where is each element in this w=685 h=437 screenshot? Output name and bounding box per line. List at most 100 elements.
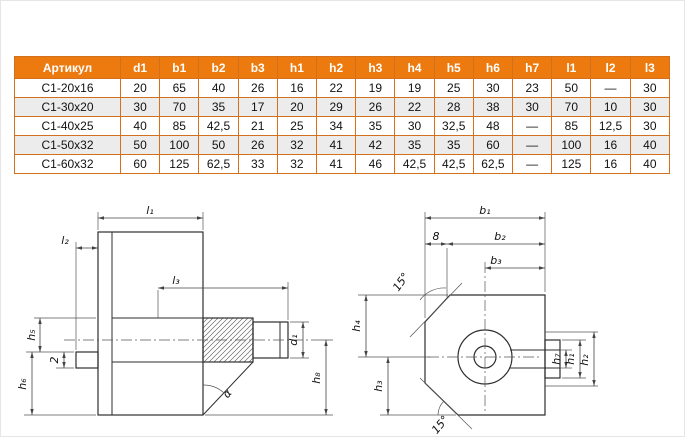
column-header-b3: b3 — [237, 56, 278, 79]
spec-table-head: Артикул d1 b1 b2 b3 h1 h2 h3 h4 h5 h6 h7… — [14, 56, 671, 79]
chamfer-top-extension — [409, 282, 463, 338]
seat-protrusion — [544, 339, 561, 379]
front-view-shapes — [409, 262, 598, 430]
value-cell: 85 — [159, 116, 200, 136]
value-cell: 30 — [629, 97, 671, 117]
value-cell: 41 — [316, 154, 357, 174]
value-cell: 17 — [237, 97, 278, 117]
value-cell: 46 — [355, 154, 396, 174]
dim-label-b2: b₂ — [494, 230, 506, 243]
value-cell: 16 — [590, 154, 631, 174]
dim-h8: h₈ — [310, 340, 328, 415]
value-cell: 12,5 — [590, 116, 631, 136]
dim-b3: b₃ — [485, 254, 545, 270]
article-cell: C1-20x16 — [14, 78, 121, 98]
value-cell: 26 — [237, 78, 278, 98]
value-cell: 40 — [198, 78, 239, 98]
value-cell: 48 — [472, 116, 514, 136]
spec-table-wrap: Артикул d1 b1 b2 b3 h1 h2 h3 h4 h5 h6 h7… — [14, 56, 671, 174]
value-cell: 40 — [629, 154, 671, 174]
dim-label-h7: h₇ — [550, 353, 563, 365]
value-cell: 42,5 — [433, 154, 474, 174]
article-cell: C1-40x25 — [14, 116, 121, 136]
value-cell: 22 — [394, 97, 435, 117]
value-cell: 16 — [276, 78, 318, 98]
dim-label-l3: l₃ — [172, 274, 180, 287]
value-cell: 30 — [629, 116, 671, 136]
dim-l3: l₃ — [158, 274, 288, 290]
value-cell: 50 — [119, 135, 161, 155]
column-header-h6: h6 — [472, 56, 514, 79]
value-cell: 35 — [433, 135, 474, 155]
value-cell: — — [512, 135, 553, 155]
dim-h5: h₅ — [25, 318, 42, 352]
article-cell: C1-60x32 — [14, 154, 121, 174]
value-cell: 29 — [316, 97, 357, 117]
value-cell: 41 — [316, 135, 357, 155]
value-cell: 62,5 — [472, 154, 514, 174]
value-cell: 42,5 — [198, 116, 239, 136]
column-header-h3: h3 — [355, 56, 396, 79]
side-view-shapes — [64, 231, 311, 416]
value-cell: 35 — [355, 116, 396, 136]
column-header-d1: d1 — [119, 56, 161, 79]
dim-b1: b₁ — [425, 204, 545, 220]
dim-h2: h₂ — [578, 332, 596, 386]
front-view-drawing: b₁ 8 b₂ b₃ h₄ h₃ h₇ h₁ h₂ 15° 15° — [350, 204, 598, 436]
value-cell: 30 — [629, 78, 671, 98]
value-cell: 100 — [551, 135, 592, 155]
value-cell: 32 — [276, 135, 318, 155]
value-cell: 22 — [316, 78, 357, 98]
dim-label-d1: d₁ — [287, 334, 300, 345]
dim-label-angle-top: 15° — [390, 270, 412, 293]
dim-label-8: 8 — [433, 230, 440, 243]
value-cell: 25 — [433, 78, 474, 98]
value-cell: 125 — [551, 154, 592, 174]
value-cell: 125 — [159, 154, 200, 174]
dim-label-b1: b₁ — [479, 204, 490, 217]
dim-label-h3: h₃ — [372, 380, 385, 392]
header-row: Артикул d1 b1 b2 b3 h1 h2 h3 h4 h5 h6 h7… — [14, 56, 671, 79]
dim-d1: d₁ — [287, 322, 305, 358]
value-cell: 100 — [159, 135, 200, 155]
value-cell: 70 — [551, 97, 592, 117]
value-cell: 20 — [276, 97, 318, 117]
value-cell: 34 — [316, 116, 357, 136]
column-header-h5: h5 — [433, 56, 474, 79]
value-cell: 62,5 — [198, 154, 239, 174]
value-cell: 10 — [590, 97, 631, 117]
holder-body — [97, 231, 204, 416]
value-cell: 30 — [119, 97, 161, 117]
dim-label-h4: h₄ — [350, 320, 363, 332]
value-cell: 30 — [512, 97, 553, 117]
angle-top-arc — [419, 287, 447, 301]
value-cell: 33 — [237, 154, 278, 174]
alpha-angle-line — [202, 361, 254, 416]
angle-bottom-arc — [437, 400, 445, 416]
article-cell: C1-30x20 — [14, 97, 121, 117]
value-cell: — — [512, 154, 553, 174]
column-header-b1: b1 — [159, 56, 200, 79]
value-cell: 35 — [394, 135, 435, 155]
column-header-l3: l3 — [629, 56, 671, 79]
side-view-extension-lines — [24, 212, 333, 416]
value-cell: 30 — [394, 116, 435, 136]
dim-8: 8 — [425, 230, 447, 246]
value-cell: 20 — [119, 78, 161, 98]
value-cell: 65 — [159, 78, 200, 98]
value-cell: — — [512, 116, 553, 136]
side-view-drawing: l₁ l₂ l₃ h₅ 2 h₆ d₁ h₈ α — [16, 204, 333, 416]
dim-label-l2: l₂ — [61, 234, 69, 247]
value-cell: 32 — [276, 154, 318, 174]
value-cell: 25 — [276, 116, 318, 136]
value-cell: 60 — [119, 154, 161, 174]
column-header-l1: l1 — [551, 56, 592, 79]
column-header-b2: b2 — [198, 56, 239, 79]
dim-step-2: 2 — [48, 352, 66, 368]
value-cell: 40 — [119, 116, 161, 136]
value-cell: 35 — [198, 97, 239, 117]
value-cell: 30 — [472, 78, 514, 98]
dim-l2: l₂ — [61, 234, 98, 250]
